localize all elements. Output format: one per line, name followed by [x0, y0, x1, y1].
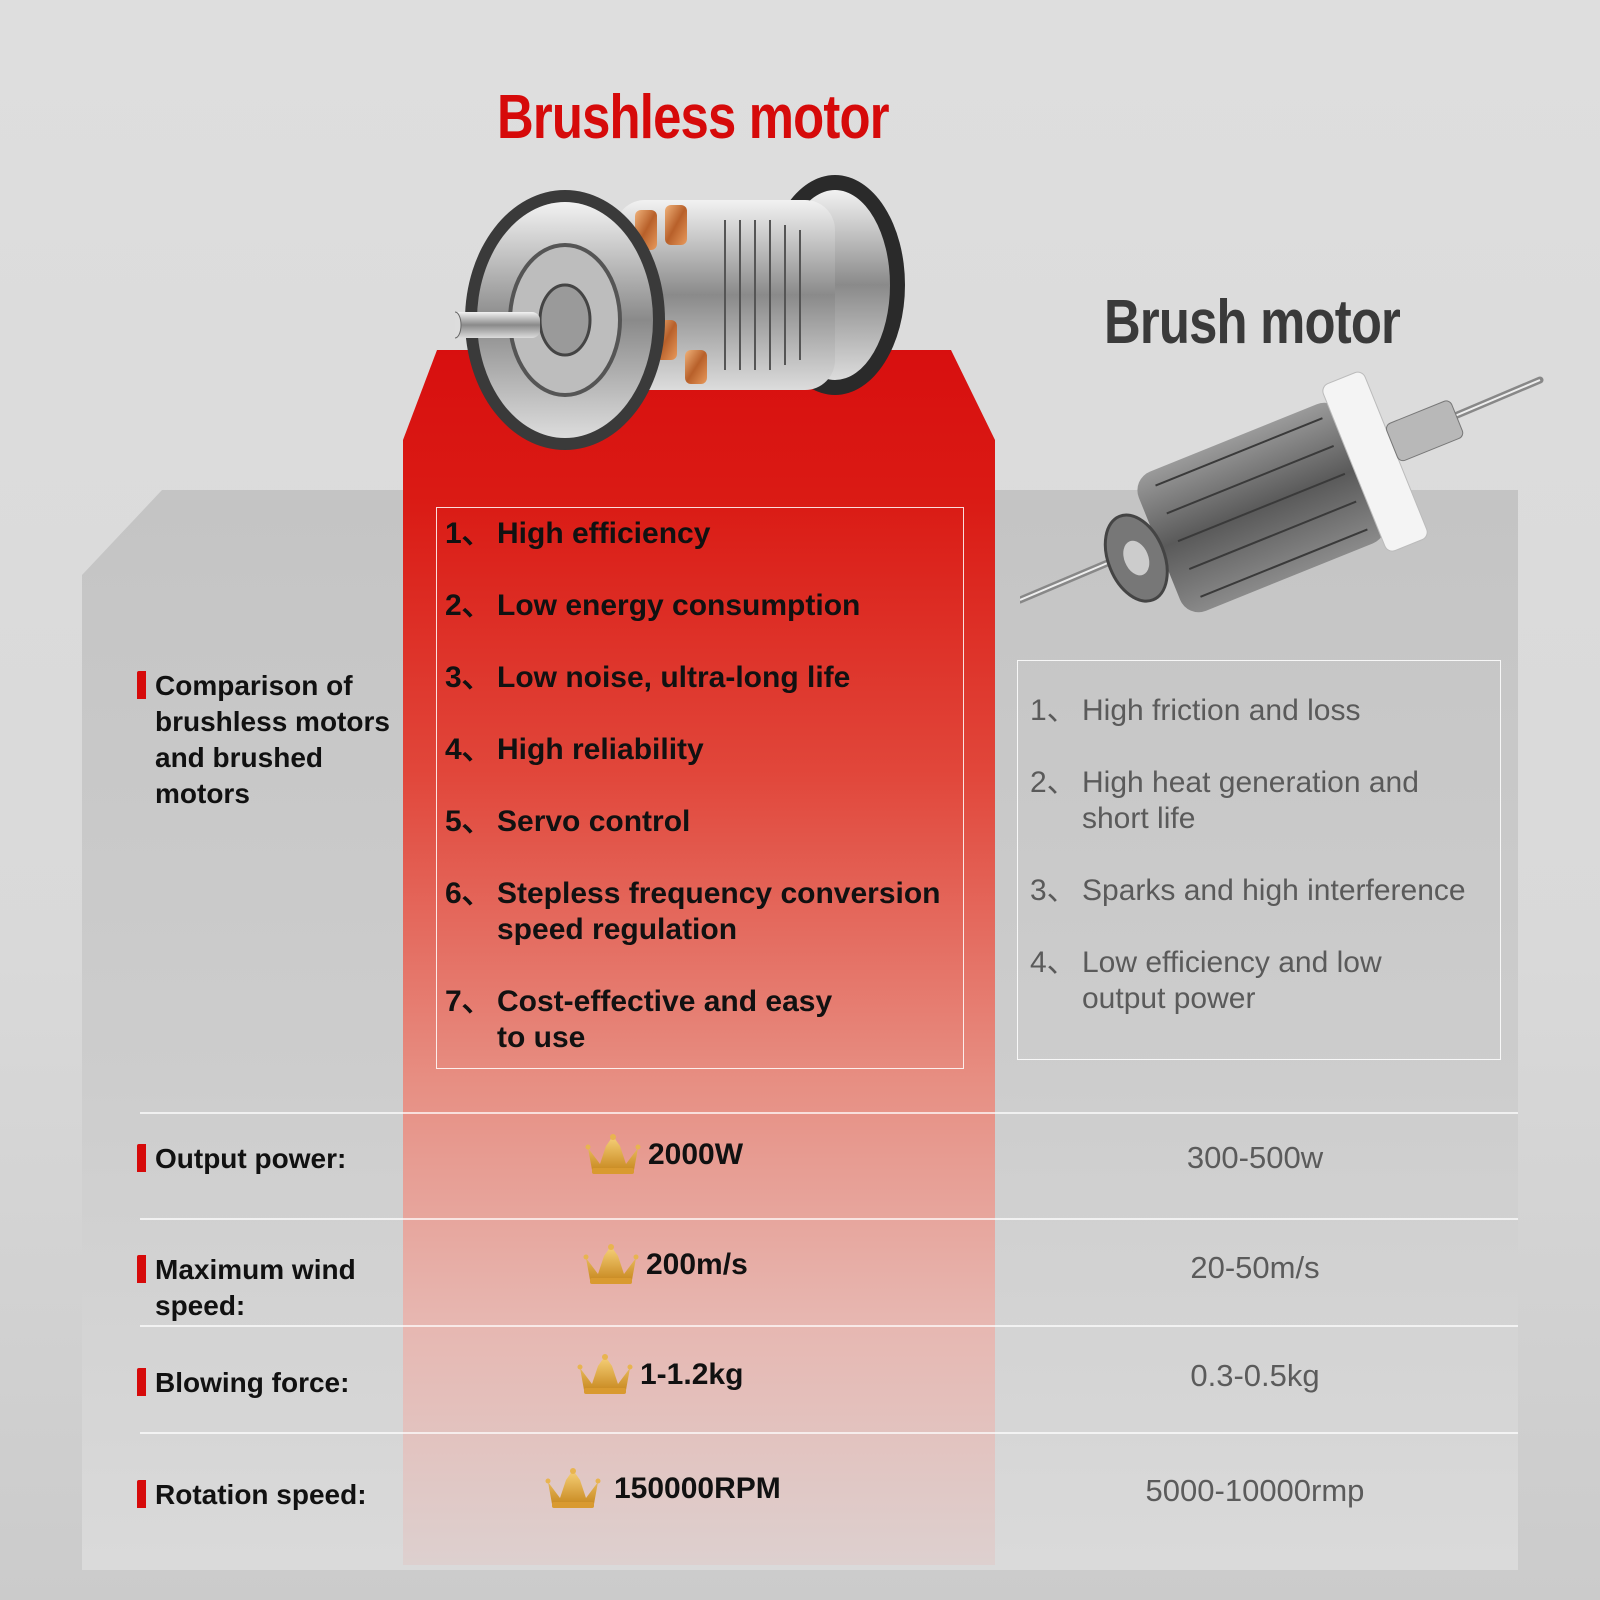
crown-icon	[585, 1134, 641, 1174]
brushless-value-output-power: 2000W	[584, 1134, 743, 1176]
crown-icon	[577, 1354, 633, 1394]
brush-value-output-power: 300-500w	[1186, 1140, 1324, 1175]
brush-features-box: 1、High friction and loss 2、High heat gen…	[1017, 660, 1501, 1060]
brush-value-blowing-force: 0.3-0.5kg	[1190, 1358, 1320, 1393]
brushless-motor-image	[455, 175, 905, 450]
row-divider	[140, 1325, 1518, 1327]
row-divider	[140, 1218, 1518, 1220]
spec-label-blowing-force: Blowing force:	[137, 1365, 349, 1401]
brushless-feature: 4、High reliability	[445, 733, 704, 766]
crown-icon	[545, 1468, 601, 1508]
brush-value-rotation-speed: 5000-10000rmp	[1145, 1473, 1365, 1508]
brushless-feature: 2、Low energy consumption	[445, 589, 861, 622]
brush-motor-image	[1020, 371, 1544, 613]
brush-title: Brush motor	[1104, 288, 1401, 357]
brushless-value-blowing-force: 1-1.2kg	[576, 1354, 743, 1396]
brush-feature: 3、Sparks and high interference	[1030, 874, 1466, 907]
row-divider	[140, 1112, 1518, 1114]
brushless-value-wind-speed: 200m/s	[582, 1244, 748, 1286]
brushless-feature: 1、High efficiency	[445, 517, 711, 550]
brushless-features-box: 1、High efficiency 2、Low energy consumpti…	[436, 507, 964, 1069]
brushless-feature: 7、Cost-effective and easy to use	[445, 985, 833, 1054]
brushless-feature: 3、Low noise, ultra-long life	[445, 661, 851, 694]
comparison-label: Comparison of brushless motors and brush…	[137, 668, 397, 812]
brushless-value-rotation-speed: 150000RPM	[544, 1468, 781, 1510]
brushless-feature: 5、Servo control	[445, 805, 691, 838]
brushless-column	[403, 350, 995, 1565]
spec-label-rotation-speed: Rotation speed:	[137, 1477, 367, 1513]
brush-feature: 1、High friction and loss	[1030, 694, 1361, 727]
brush-feature: 4、Low efficiency and low output power	[1030, 946, 1382, 1015]
row-divider	[140, 1432, 1518, 1434]
brushless-title: Brushless motor	[497, 83, 890, 152]
brush-feature: 2、High heat generation and short life	[1030, 766, 1419, 835]
crown-icon	[583, 1244, 639, 1284]
brushless-feature: 6、Stepless frequency conversion speed re…	[445, 877, 941, 946]
red-bar-marker	[137, 671, 146, 699]
spec-label-output-power: Output power:	[137, 1141, 346, 1177]
brush-value-wind-speed: 20-50m/s	[1190, 1250, 1320, 1285]
spec-label-max-wind-speed: Maximum wind speed:	[137, 1252, 377, 1324]
